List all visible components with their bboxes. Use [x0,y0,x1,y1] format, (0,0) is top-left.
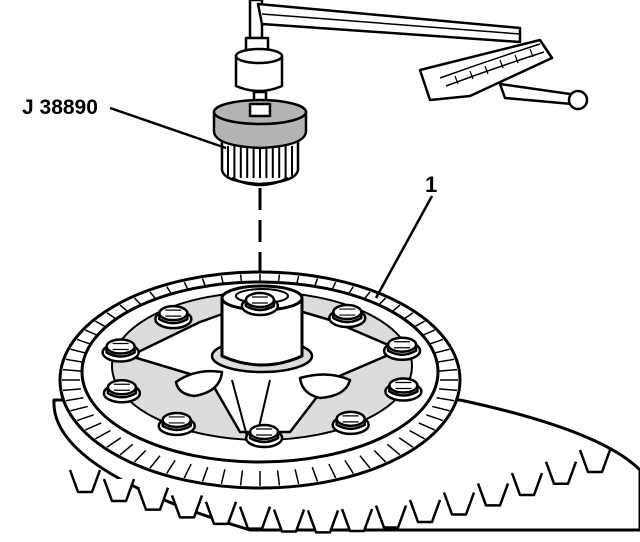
ring-gear-tooth [119,443,134,456]
ring-gear-tooth [426,414,444,422]
ring-gear-tooth [85,422,102,431]
ring-gear-tooth [359,455,371,469]
callout-1: 1 [425,172,437,197]
ring-bolt [157,411,196,437]
ring-gear-tooth [65,358,84,363]
ring-gear-tooth [328,463,337,479]
ring-bolt [382,336,422,361]
lower-gear-tooth [102,478,136,503]
ring-gear-tooth [62,388,81,392]
lower-gear-tooth [544,461,578,485]
lower-gear-tooth [272,509,306,533]
differential-case [52,270,640,534]
leader-carrier [374,195,434,299]
lower-gear-tooth [136,487,170,511]
ring-gear-tooth [432,405,450,412]
ring-gear-tooth [436,397,455,402]
ring-bolt [244,423,284,449]
ring-gear-tooth [166,459,176,474]
ring-gear-tooth [373,449,387,463]
torque-wrench [234,0,589,111]
wrench-beam [256,2,522,44]
wrench-handle-knob [567,89,589,111]
ring-gear-tooth [133,449,147,463]
callout-j38890: J 38890 [22,96,98,119]
ring-gear-tooth [439,388,458,392]
leader-tool [109,106,227,150]
ring-bolt [384,377,423,402]
ring-gear-tooth [95,429,111,440]
ring-gear-tooth [62,368,81,372]
ring-gear-tooth [311,466,319,482]
ring-gear-tooth [344,459,354,474]
lower-gear-tooth [578,449,612,474]
ring-gear-tooth [294,469,300,485]
ring-gear-tooth [398,437,414,448]
ring-gear-tooth [76,414,94,422]
ring-gear-tooth [201,466,209,482]
lower-gear-tooth [170,494,204,519]
j38890-tool [212,98,308,187]
ring-gear-tooth [418,422,435,431]
ring-gear-tooth [409,429,425,440]
lower-gear-tooth [510,472,544,497]
ring-bolt [102,379,142,404]
lower-gear-tooth [476,482,510,507]
ring-gear-tooth [386,443,401,456]
lower-gear-tooth [68,469,102,494]
ring-gear-tooth [70,405,88,412]
ring-bolt [101,338,140,363]
case-window-right [298,373,352,400]
ring-bolt [328,303,367,329]
ring-gear-tooth [436,358,455,363]
lower-gear-tooth [374,505,408,529]
ring-gear-tooth [65,397,84,402]
lower-gear-tooth [306,509,340,534]
wrench-handle [498,82,574,106]
ring-bolt [240,291,280,317]
center-boss [220,296,304,367]
ring-gear-tooth [239,470,244,486]
ring-gear-tooth [106,437,122,448]
ring-gear-tooth [439,368,458,372]
ring-gear-tooth [183,463,192,479]
ring-bolt [154,304,193,330]
lower-gear-tooth [238,506,272,530]
lower-gear-tooth [340,508,374,533]
ring-gear-tooth [220,469,226,485]
lower-gear-tooth [442,492,476,516]
callout-leaders [109,106,434,299]
lower-gear-tooth [408,499,442,524]
ring-gear-tooth [276,470,281,486]
lower-gear-tooth [204,501,238,526]
ring-gear-tooth [149,455,161,469]
ring-bolt [331,410,370,436]
case-window-left [174,369,224,398]
